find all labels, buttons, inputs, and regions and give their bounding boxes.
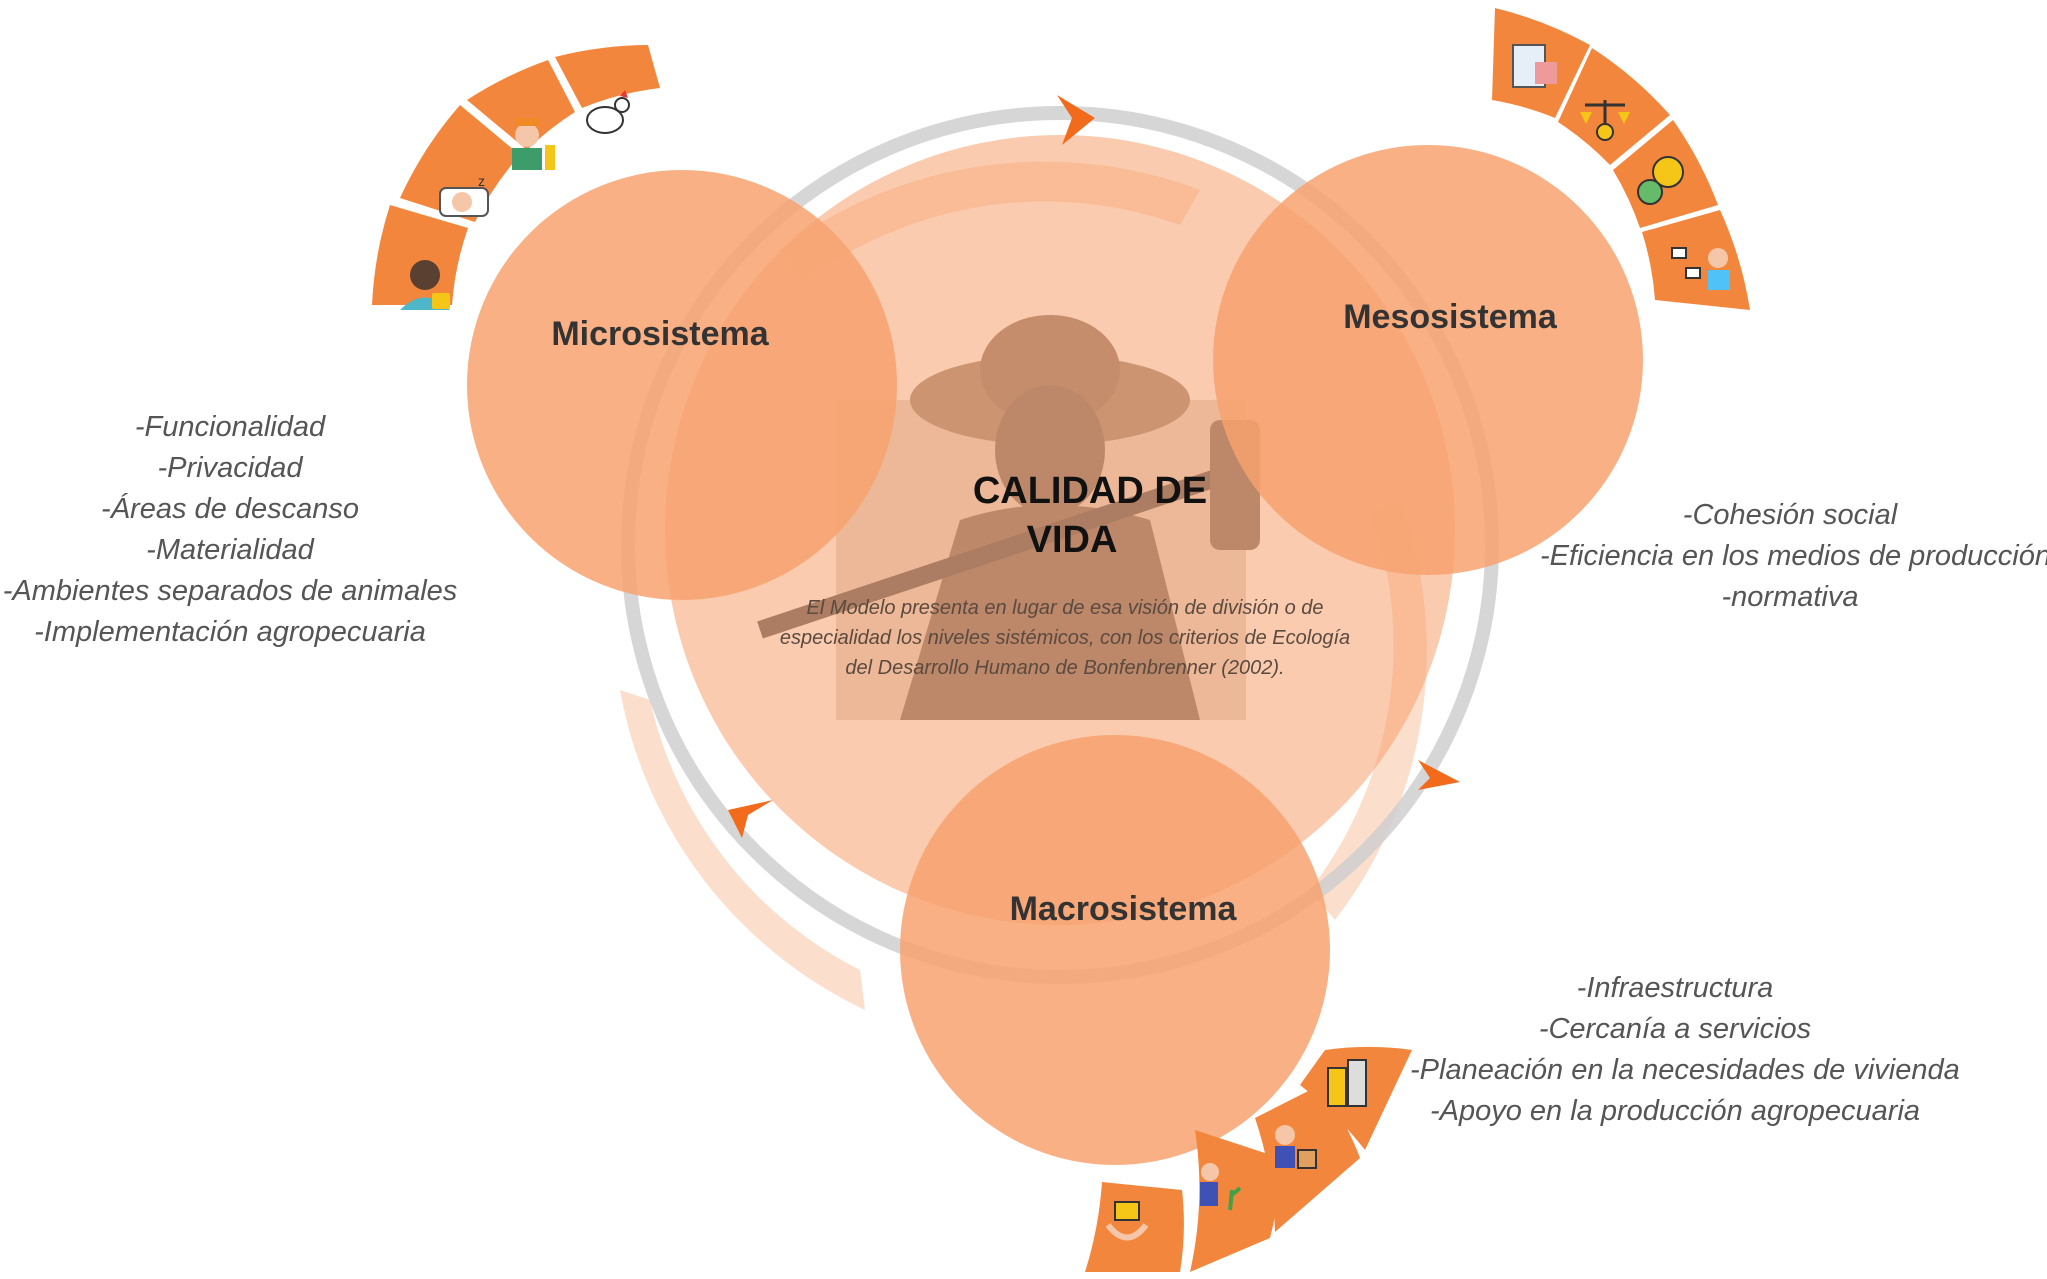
farmer-planting-icon [1200,1163,1242,1211]
user-lock-icon [400,260,450,310]
cycle-arrow-left [728,800,773,838]
micro-criterion: -Áreas de descanso [101,493,359,525]
micro-criterion: -Funcionalidad [134,411,326,443]
micro-criterion: -Materialidad [146,534,314,566]
rooster-icon [586,90,630,134]
chat-bubbles-icon [1637,156,1684,205]
document-checklist-icon [1512,44,1557,88]
meso-icon-panel [1492,8,1750,310]
macro-criterion: -Planeación en la necesidades de viviend… [1410,1054,1960,1086]
macrosistema-circle [900,735,1330,1165]
mesosistema-label: Mesosistema [1343,298,1558,336]
center-description-line3: del Desarrollo Humano de Bonfenbrenner (… [845,657,1284,679]
macro-criterion: -Cercanía a servicios [1538,1013,1812,1045]
micro-criterion: -Implementación agropecuaria [34,616,426,648]
micro-criteria-list: -Funcionalidad -Privacidad -Áreas de des… [0,407,460,653]
meso-criteria-list: -Cohesión social -Eficiencia en los medi… [1540,495,2047,618]
cycle-arrow-right [1418,760,1460,790]
mesosistema-circle [1213,145,1643,575]
meso-criterion: -normativa [1721,581,1859,613]
macro-criteria-list: -Infraestructura -Cercanía a servicios -… [1410,968,1960,1132]
macro-criterion: -Apoyo en la producción agropecuaria [1429,1095,1921,1127]
macro-criterion: -Infraestructura [1576,972,1774,1004]
macro-icon-panel [1085,1046,1412,1272]
microsistema-circle [467,170,897,600]
macrosistema-label: Macrosistema [1010,890,1238,928]
organization-chart-icon [1671,247,1730,290]
balance-scale-icon [1580,100,1630,141]
center-title-line2: VIDA [1027,519,1118,561]
micro-criterion: -Privacidad [157,452,303,484]
center-title-line1: CALIDAD DE [973,470,1207,512]
helping-hands-icon [1105,1201,1149,1241]
sleeping-person-icon: z [439,173,489,217]
meso-criterion: -Cohesión social [1682,499,1898,531]
center-description-line2: especialidad los niveles sistémicos, con… [780,627,1350,649]
construction-worker-icon [512,118,555,170]
svg-text:z: z [478,173,485,189]
microsistema-label: Microsistema [551,315,769,353]
delivery-worker-icon [1275,1125,1317,1169]
micro-icon-panel: z [372,45,660,310]
micro-criterion: -Ambientes separados de animales [2,575,458,607]
center-description-line1: El Modelo presenta en lugar de esa visió… [807,597,1324,619]
meso-criterion: -Eficiencia en los medios de producción [1540,540,2047,572]
cycle-arrow-top [1057,95,1095,145]
silo-building-icon [1327,1059,1367,1107]
farmer-photo [757,315,1260,720]
